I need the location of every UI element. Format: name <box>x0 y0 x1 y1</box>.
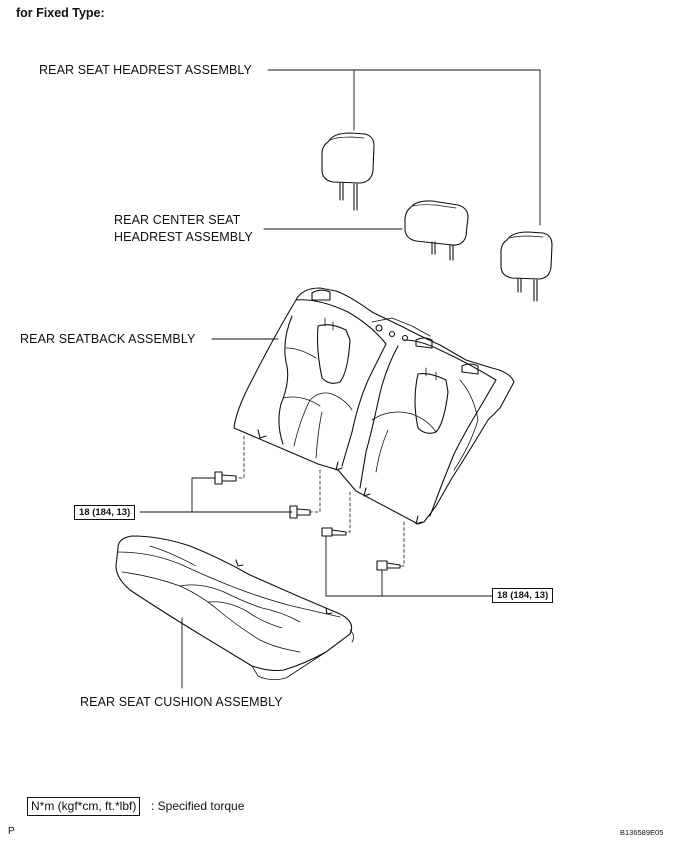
rear-center-seat-headrest <box>404 200 469 261</box>
label-rear-seat-headrest: REAR SEAT HEADREST ASSEMBLY <box>39 63 252 77</box>
bolt-lower-right <box>376 560 401 571</box>
bolt-middle-right <box>321 527 347 537</box>
rear-seat-headrest-right <box>500 231 553 302</box>
torque-legend-unit: N*m (kgf*cm, ft.*lbf) <box>27 797 141 816</box>
footer-left-mark: P <box>8 826 15 837</box>
bolt-upper-left <box>214 471 237 485</box>
label-rear-center-seat: REAR CENTER SEAT <box>114 213 241 227</box>
rear-seat-cushion-assembly <box>115 535 354 680</box>
label-rear-seat-cushion: REAR SEAT CUSHION ASSEMBLY <box>80 695 283 709</box>
torque-spec-left: 18 (184, 13) <box>74 505 136 520</box>
attachment-guide-lines <box>235 435 405 567</box>
rear-seatback-assembly <box>233 287 515 525</box>
torque-spec-right: 18 (184, 13) <box>492 588 554 603</box>
rear-seat-headrest-left <box>321 132 375 211</box>
torque-legend-text: : Specified torque <box>151 799 245 813</box>
label-rear-seatback: REAR SEATBACK ASSEMBLY <box>20 332 196 346</box>
footer-figure-code: B136589E05 <box>620 828 664 837</box>
bolt-middle-left <box>289 505 311 519</box>
page-title: for Fixed Type: <box>16 6 105 20</box>
leader-lines <box>139 69 541 689</box>
label-headrest-assembly: HEADREST ASSEMBLY <box>114 230 253 244</box>
